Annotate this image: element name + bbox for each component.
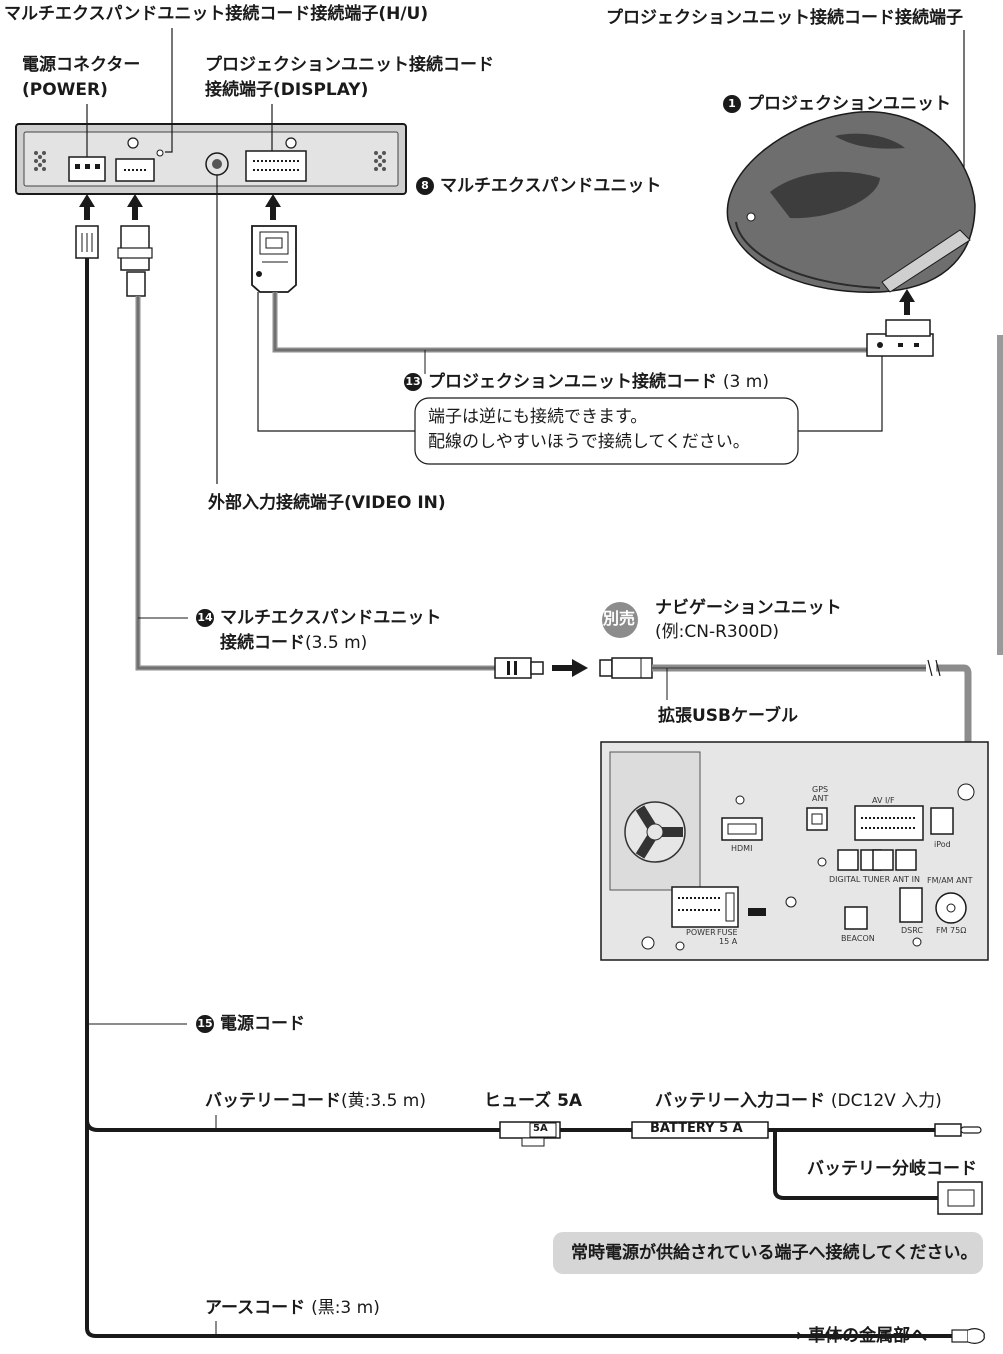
hu-plug [117, 225, 153, 297]
projection-unit [726, 111, 976, 293]
multi-expand-unit [15, 123, 407, 195]
battery-cord-label: バッテリーコード(黄:3.5 m) [205, 1091, 426, 1111]
navi-avif-label: AV I/F [872, 796, 895, 805]
note-reverse-line-2: 配線のしやすいほうで接続してください。 [428, 432, 750, 452]
earth-terminal [951, 1328, 985, 1344]
expand-cord-num: 14 [196, 609, 214, 627]
separate-badge-circle [602, 602, 638, 638]
battery-input-terminal [934, 1123, 982, 1137]
note-reverse-box [414, 397, 799, 465]
battery-input-cord-label: バッテリー入力コード (DC12V 入力) [655, 1091, 942, 1111]
fuse-label: ヒューズ 5A [484, 1091, 583, 1111]
navi-fmam-label: FM/AM ANT [927, 876, 973, 885]
power-connector-label-1: 電源コネクター [22, 55, 141, 75]
video-in-label: 外部入力接続端子(VIDEO IN) [208, 493, 446, 513]
note-reverse-line-1: 端子は逆にも接続できます。 [428, 407, 648, 427]
fuse-holder [499, 1121, 561, 1147]
display-terminal-label-1: プロジェクションユニット接続コード [205, 55, 494, 75]
navigation-unit [600, 741, 989, 961]
usb-cable-label: 拡張USBケーブル [658, 706, 798, 726]
battery-tag-text: BATTERY 5 A [650, 1121, 743, 1136]
projection-terminal-label: プロジェクションユニット接続コード接続端子 [606, 8, 963, 28]
navi-digital-tuner-label: DIGITAL TUNER ANT IN [829, 875, 920, 884]
connect-arrows [79, 194, 915, 315]
note-constant-power-box [553, 1232, 983, 1274]
navi-beacon-label: BEACON [841, 934, 875, 943]
navi-gps-label: GPS [812, 785, 829, 794]
expand-cord-plug [494, 657, 544, 679]
to-body-label: → 車体の金属部へ [788, 1326, 928, 1346]
fuse-rating-text: 5A [533, 1123, 548, 1134]
separate-badge: 別売 [603, 609, 636, 628]
navi-dsrc-label: DSRC [901, 926, 923, 935]
navi-ant-label: ANT [812, 794, 829, 803]
navi-fuse-label: FUSE [717, 928, 738, 937]
navi-unit-label: ナビゲーションユニット [655, 598, 842, 618]
hu-terminal-label: マルチエクスパンドユニット接続コード接続端子(H/U) [4, 4, 429, 24]
note-constant-power: 常時電源が供給されている端子へ接続してください。 [571, 1243, 978, 1263]
battery-branch-terminal [937, 1181, 983, 1215]
navi-ipod-label: iPod [934, 840, 951, 849]
navi-fm75-label: FM 75Ω [936, 926, 967, 935]
power-connector-label-2: (POWER) [22, 80, 108, 100]
navi-hdmi-label: HDMI [731, 844, 753, 853]
power-cord-num: 15 [196, 1015, 214, 1033]
projection-cord-connector [866, 319, 934, 357]
navi-fuse-rating-label: 15 A [719, 937, 738, 946]
expand-cord-label-2: 接続コード(3.5 m) [220, 633, 368, 653]
projection-cord-num: 13 [404, 373, 422, 391]
power-plug [75, 225, 99, 259]
expand-unit-num: 8 [416, 177, 434, 195]
navi-power-label: POWER [686, 928, 716, 937]
navi-example-label: (例:CN-R300D) [655, 622, 780, 642]
earth-cord-label: アースコード (黒:3 m) [205, 1298, 380, 1318]
usb-cable-end [599, 657, 653, 679]
projection-unit-num: 1 [723, 95, 741, 113]
battery-branch-label: バッテリー分岐コード [807, 1159, 977, 1179]
side-tab [997, 335, 1003, 655]
display-terminal-label-2: 接続端子(DISPLAY) [205, 80, 369, 100]
display-plug [251, 225, 297, 293]
